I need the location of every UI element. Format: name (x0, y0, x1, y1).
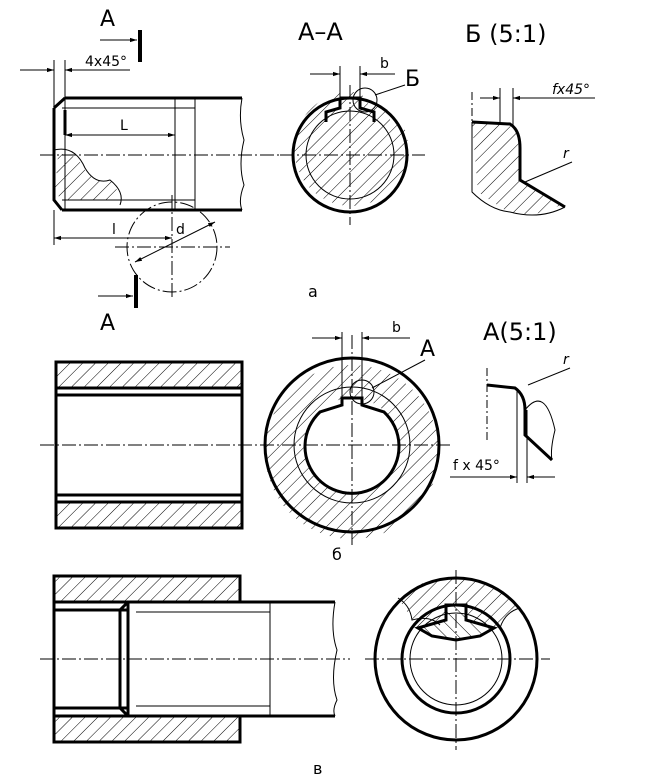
bushing-end-view (260, 332, 450, 545)
figure-b: b A A(5:1) r f x 45° б (40, 318, 571, 564)
section-marks-a (98, 30, 142, 308)
length-l-upper-label: L (120, 118, 128, 134)
caption-a: а (308, 282, 318, 301)
detail-title-b: Б (5:1) (465, 20, 546, 48)
detail-ref-b: Б (405, 67, 420, 92)
figure-c: в (40, 570, 550, 778)
section-title-a-a: A–A (298, 18, 343, 46)
chamfer-dimension-label: 4x45° (85, 54, 127, 70)
detail-b-view (471, 88, 595, 216)
length-l-lower-label: l (112, 222, 116, 238)
section-mark-top: A (100, 7, 115, 32)
caption-c: в (313, 759, 322, 778)
detail-radius-label-b: r (563, 352, 570, 368)
detail-chamfer-label-b: f x 45° (453, 458, 500, 474)
detail-chamfer-label-a: fx45° (552, 82, 590, 98)
section-mark-bottom: A (100, 311, 115, 336)
figure-a: A A 4x45° L l d A–A b Б (20, 7, 595, 336)
width-b-label-b: b (392, 320, 401, 336)
detail-a-view (450, 367, 571, 483)
caption-b: б (332, 545, 342, 564)
detail-title-a: A(5:1) (483, 318, 557, 346)
assembly-end-view (365, 570, 550, 750)
bushing-section-view (40, 360, 260, 530)
detail-ref-a: A (420, 337, 435, 362)
diameter-d-label: d (176, 222, 185, 238)
detail-radius-label-a: r (563, 146, 570, 162)
dimensions-a (20, 60, 216, 263)
section-a-a (280, 66, 425, 225)
width-b-label-a: b (380, 56, 389, 72)
assembly-section-view (40, 574, 350, 744)
shaft-side-view (40, 96, 290, 212)
